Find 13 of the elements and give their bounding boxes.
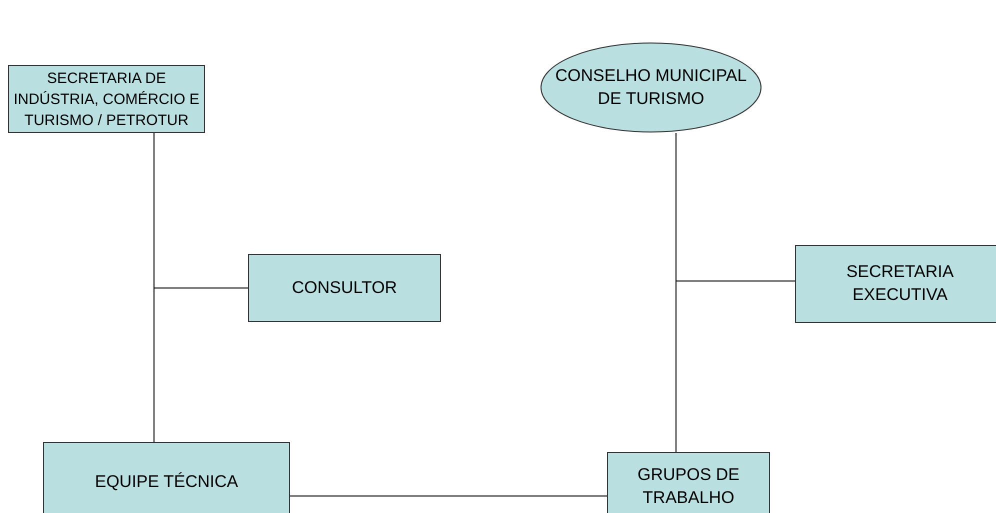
node-label: SECRETARIA DE INDÚSTRIA, COMÉRCIO E TURISMO / PETROTUR [12,68,200,130]
org-box [43,442,290,513]
node-label: SECRETARIA EXECUTIVA [845,261,955,306]
node-label: CONSULTOR [290,276,398,299]
ellipse-node [540,42,762,133]
connector-line [676,132,796,282]
org-box [248,254,441,322]
org-box [795,245,996,323]
node-label: EQUIPE TÉCNICA [94,470,240,493]
org-box [607,452,770,513]
connector-line [154,132,248,288]
node-label: GRUPOS DE TRABALHO [636,464,741,509]
node-label: CONSELHO MUNICIPAL DE TURISMO [554,64,748,110]
